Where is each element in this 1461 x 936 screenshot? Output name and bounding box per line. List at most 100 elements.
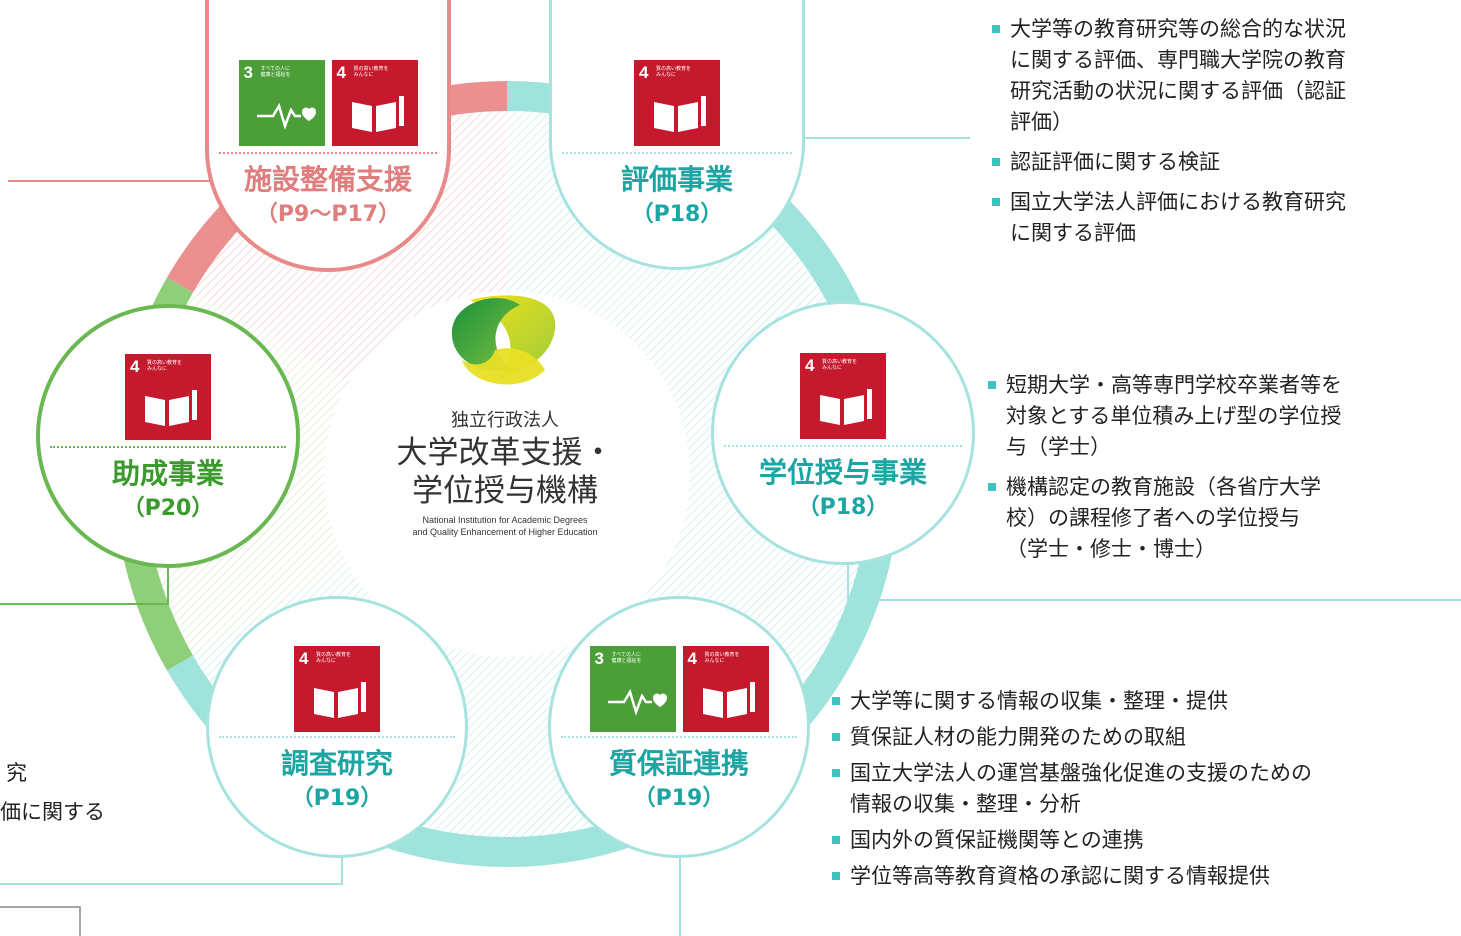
degree-circle[interactable]: 4 質の高い教育をみんなに 学位授与事業 （P18） <box>711 301 975 565</box>
facility-sdg-icons: 3 すべての人に健康と福祉を 4 質の高い教育をみんなに <box>209 60 447 146</box>
sdg-4-caption: 質の高い教育をみんなに <box>656 66 691 78</box>
organization-name-block: 独立行政法人 大学改革支援・ 学位授与機構 National Instituti… <box>380 408 630 538</box>
facility-circle[interactable]: 3 すべての人に健康と福祉を 4 質の高い教育をみんなに 施設整備支援 （P9～… <box>205 0 451 272</box>
sdg-4-number: 4 <box>299 649 309 668</box>
sdg-4-number: 4 <box>639 63 649 82</box>
organization-name-line2: 学位授与機構 <box>412 473 598 509</box>
sdg-4-caption-line1: 質の高い教育を <box>147 360 183 366</box>
evaluation-item-line: 大学等の教育研究等の総合的な状況 <box>1010 17 1346 41</box>
qa-item-line: 学位等高等教育資格の承認に関する情報提供 <box>850 864 1270 888</box>
qa-item-line: 国内外の質保証機関等との連携 <box>850 828 1144 852</box>
qa-divider <box>561 736 797 738</box>
research-item-fragment-2: 価に関する <box>0 800 105 824</box>
sdg-4-caption: 質の高い教育をみんなに <box>705 652 740 664</box>
sdg-4-caption-line1: 質の高い教育を <box>656 66 692 72</box>
sdg-4-caption-line2: みんなに <box>822 365 843 371</box>
sdg-4-icon: 4 質の高い教育をみんなに <box>800 353 886 439</box>
sdg-4-icon: 4 質の高い教育をみんなに <box>682 646 769 732</box>
organization-english-line1: National Institution for Academic Degree… <box>422 515 588 525</box>
organization-logo <box>451 295 556 385</box>
evaluation-pages: （P18） <box>631 202 723 227</box>
sdg-4-caption-line2: みんなに <box>147 366 168 372</box>
qa-item-line: 情報の収集・整理・分析 <box>850 792 1081 816</box>
sdg-4-caption: 質の高い教育をみんなに <box>822 359 857 371</box>
research-sdg-icons: 4 質の高い教育をみんなに <box>209 646 465 732</box>
degree-title: 学位授与事業 <box>758 456 927 489</box>
facility-pages: （P9～P17） <box>255 202 401 227</box>
organization-name-small: 独立行政法人 <box>451 410 559 431</box>
qa-item: 学位等高等教育資格の承認に関する情報提供 <box>830 861 1460 892</box>
qa-item-line: 国立大学法人の運営基盤強化促進の支援のための <box>850 761 1312 785</box>
grant-connector <box>0 560 169 605</box>
grant-sdg-icons: 4 質の高い教育をみんなに <box>40 354 296 440</box>
facility-divider <box>219 152 437 154</box>
degree-item-line: 短期大学・高等専門学校卒業者等を <box>1006 373 1342 397</box>
evaluation-item-line: 認証評価に関する検証 <box>1010 150 1220 174</box>
evaluation-item: 国立大学法人評価における教育研究 に関する評価 <box>990 187 1460 249</box>
evaluation-item-line: 国立大学法人評価における教育研究 <box>1010 190 1346 214</box>
sdg-4-caption: 質の高い教育をみんなに <box>147 360 182 372</box>
organization-name-line1: 大学改革支援・ <box>396 435 614 471</box>
next-box-edge <box>0 906 81 936</box>
research-title: 調査研究 <box>280 747 393 780</box>
evaluation-item: 大学等の教育研究等の総合的な状況 に関する評価、専門職大学院の教育 研究活動の状… <box>990 14 1460 138</box>
grant-divider <box>50 446 286 448</box>
degree-item-line: 対象とする単位積み上げ型の学位授 <box>1006 404 1342 428</box>
sdg-4-caption-line1: 質の高い教育を <box>704 652 740 658</box>
sdg-3-caption: すべての人に健康と福祉を <box>612 652 642 664</box>
sdg-4-caption-line2: みんなに <box>353 72 374 78</box>
sdg-3-number: 3 <box>243 63 253 82</box>
grant-pages: （P20） <box>122 496 214 521</box>
sdg-4-caption-line2: みんなに <box>704 658 725 664</box>
sdg-4-caption: 質の高い教育をみんなに <box>316 652 351 664</box>
qa-item-list: 大学等に関する情報の収集・整理・提供 質保証人材の能力開発のための取組 国立大学… <box>830 686 1460 897</box>
qa-pages: （P19） <box>633 786 725 811</box>
qa-item: 質保証人材の能力開発のための取組 <box>830 722 1460 753</box>
research-circle[interactable]: 4 質の高い教育をみんなに 調査研究 （P19） <box>206 596 468 858</box>
degree-sdg-icons: 4 質の高い教育をみんなに <box>714 353 972 439</box>
sdg-4-number: 4 <box>805 356 815 375</box>
degree-pages: （P18） <box>797 495 889 520</box>
evaluation-item-line: 評価） <box>1010 110 1073 134</box>
degree-item: 機構認定の教育施設（各省庁大学 校）の課程修了者への学位授与 （学士・修士・博士… <box>986 472 1461 565</box>
evaluation-sdg-icons: 4 質の高い教育をみんなに <box>552 60 802 146</box>
sdg-4-caption-line2: みんなに <box>316 658 337 664</box>
grant-title: 助成事業 <box>111 457 224 490</box>
evaluation-title: 評価事業 <box>620 163 733 196</box>
sdg-3-caption-line1: すべての人に <box>611 652 641 658</box>
sdg-3-caption-line2: 健康と福祉を <box>260 72 291 78</box>
sdg-3-caption-line2: 健康と福祉を <box>611 658 642 664</box>
evaluation-circle[interactable]: 4 質の高い教育をみんなに 評価事業 （P18） <box>549 0 805 270</box>
evaluation-item-line: に関する評価 <box>1010 221 1136 245</box>
research-divider <box>219 736 455 738</box>
organization-english-line2: and Quality Enhancement of Higher Educat… <box>412 527 598 537</box>
sdg-3-icon: 3 すべての人に健康と福祉を <box>589 646 676 732</box>
evaluation-item-list: 大学等の教育研究等の総合的な状況 に関する評価、専門職大学院の教育 研究活動の状… <box>990 14 1460 258</box>
sdg-4-icon: 4 質の高い教育をみんなに <box>125 354 211 440</box>
qa-circle[interactable]: 3 すべての人に健康と福祉を 4 質の高い教育をみんなに 質保証連携 （P19） <box>548 596 810 858</box>
sdg-3-icon: 3 すべての人に健康と福祉を <box>238 60 325 146</box>
qa-item-line: 質保証人材の能力開発のための取組 <box>850 725 1186 749</box>
sdg-3-caption: すべての人に健康と福祉を <box>261 66 291 78</box>
qa-sdg-icons: 3 すべての人に健康と福祉を 4 質の高い教育をみんなに <box>551 646 807 732</box>
facility-title: 施設整備支援 <box>243 163 412 196</box>
degree-item: 短期大学・高等専門学校卒業者等を 対象とする単位積み上げ型の学位授 与（学士） <box>986 370 1461 463</box>
sdg-4-caption-line1: 質の高い教育を <box>822 359 858 365</box>
qa-item: 国内外の質保証機関等との連携 <box>830 825 1460 856</box>
grant-circle[interactable]: 4 質の高い教育をみんなに 助成事業 （P20） <box>36 304 300 568</box>
evaluation-item-line: 研究活動の状況に関する評価（認証 <box>1010 79 1346 103</box>
degree-item-line: 校）の課程修了者への学位授与 <box>1006 506 1300 530</box>
qa-item: 国立大学法人の運営基盤強化促進の支援のための 情報の収集・整理・分析 <box>830 758 1460 820</box>
sdg-4-caption-line2: みんなに <box>656 72 677 78</box>
degree-item-line: （学士・修士・博士） <box>1006 537 1216 561</box>
sdg-3-number: 3 <box>594 649 604 668</box>
research-pages: （P19） <box>291 786 383 811</box>
degree-divider <box>724 445 962 447</box>
sdg-4-caption-line1: 質の高い教育を <box>316 652 352 658</box>
sdg-4-number: 4 <box>336 63 346 82</box>
sdg-3-caption-line1: すべての人に <box>260 66 290 72</box>
sdg-4-icon: 4 質の高い教育をみんなに <box>294 646 380 732</box>
sdg-4-number: 4 <box>687 649 697 668</box>
degree-item-list: 短期大学・高等専門学校卒業者等を 対象とする単位積み上げ型の学位授 与（学士） … <box>986 370 1461 574</box>
